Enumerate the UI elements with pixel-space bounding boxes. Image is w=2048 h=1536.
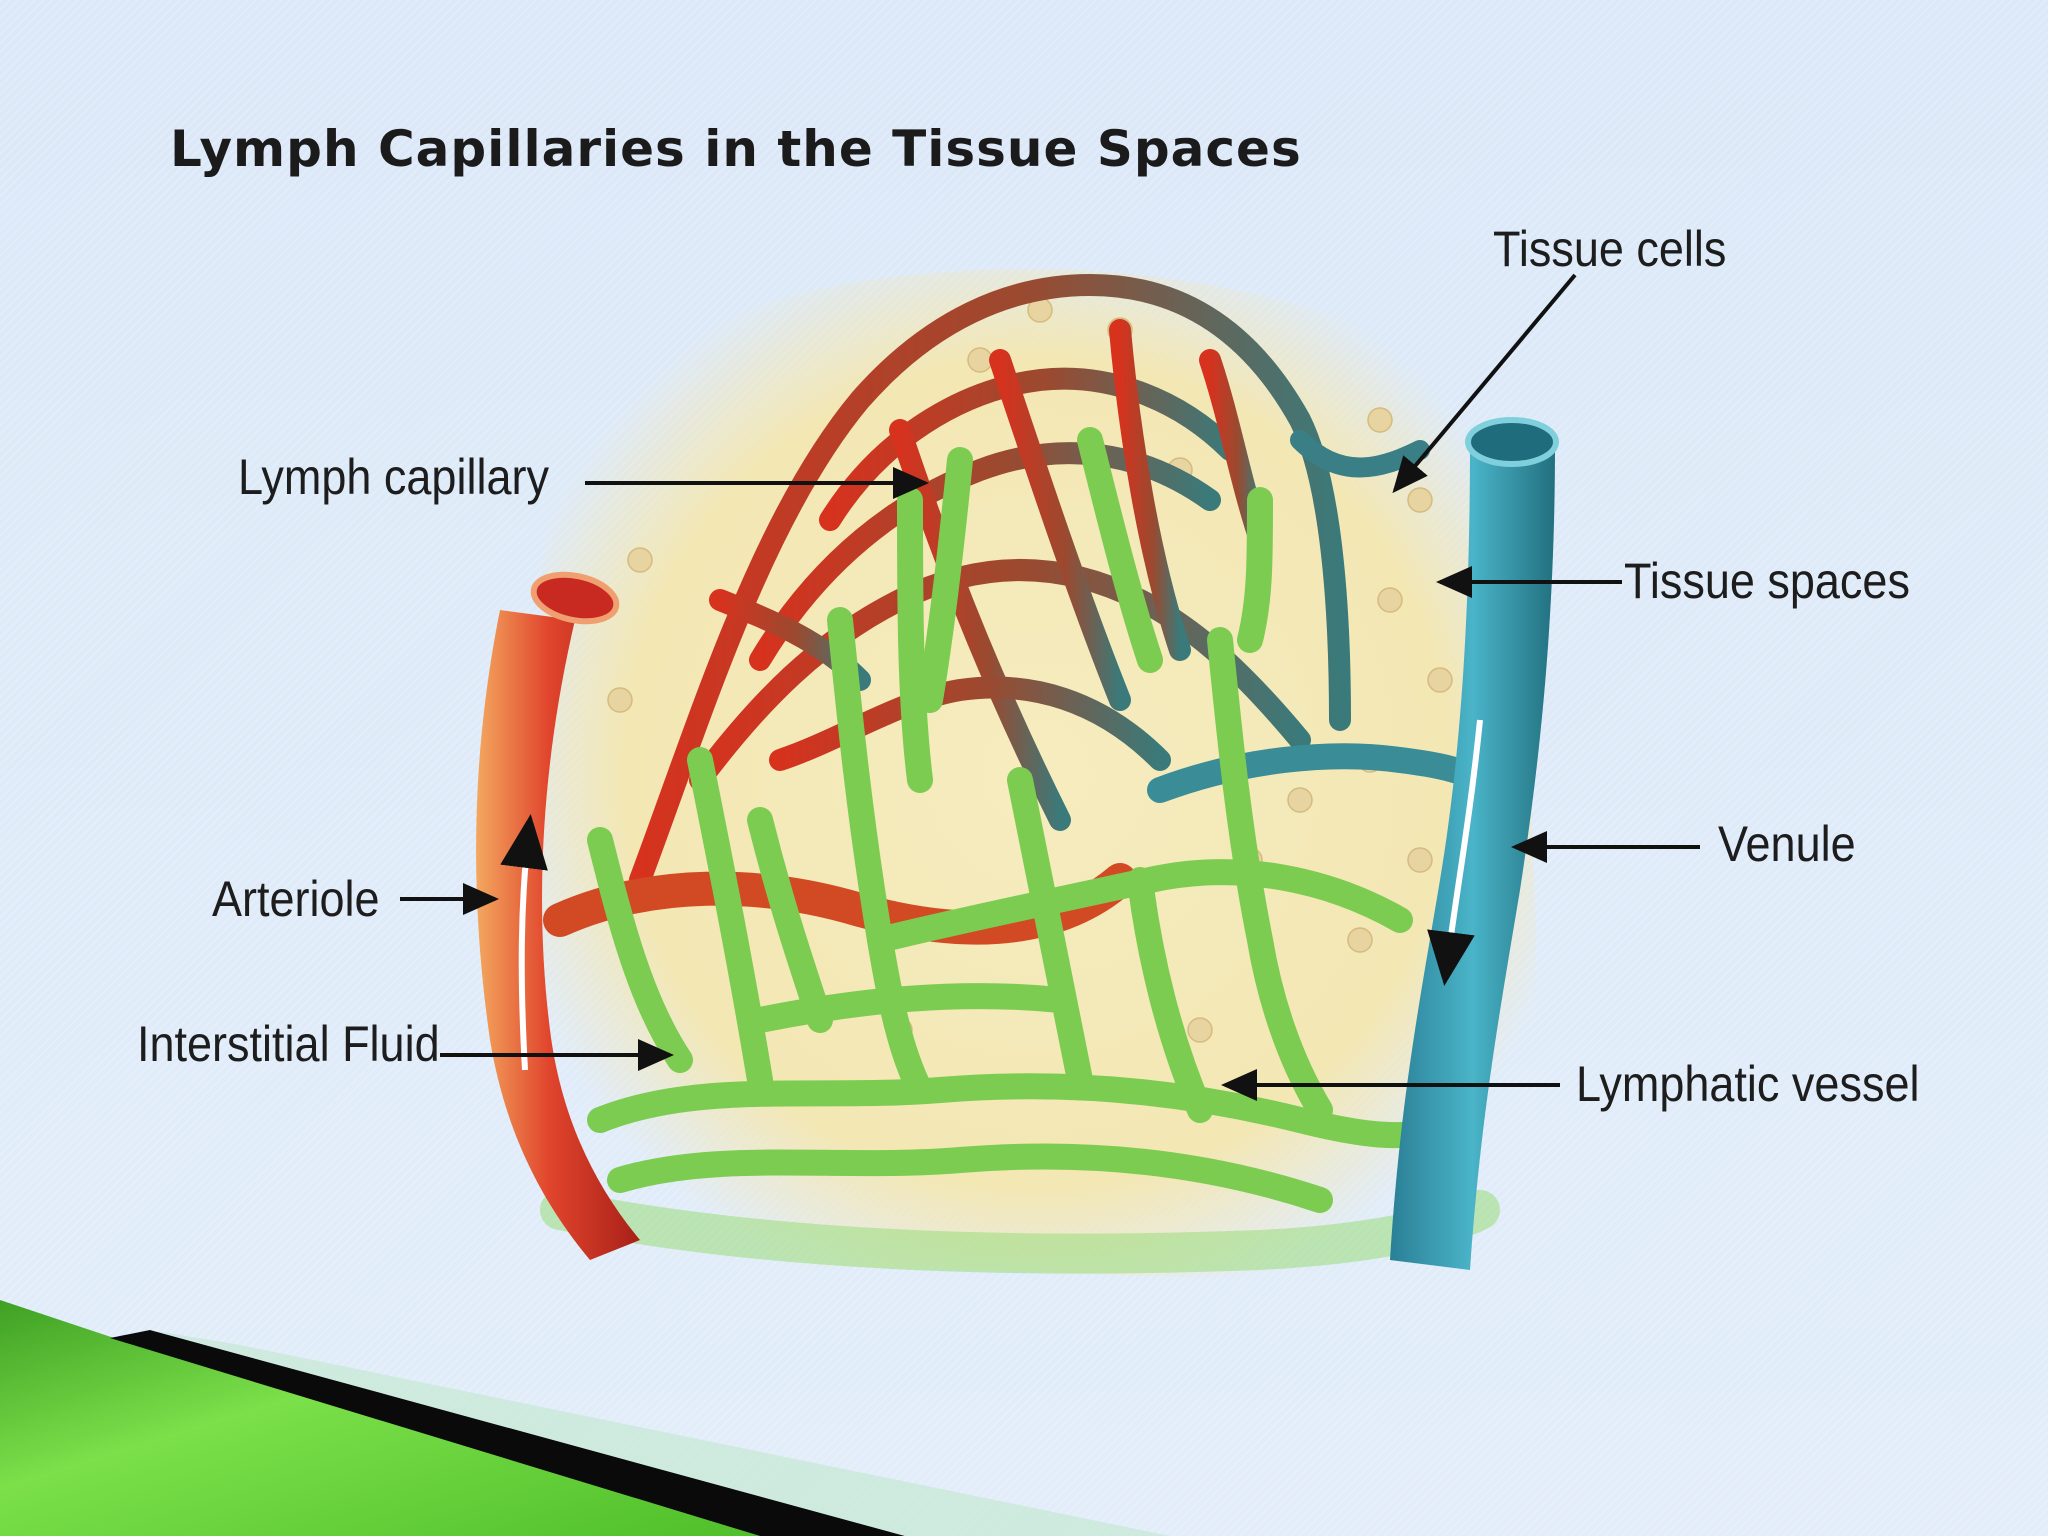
venule-tube — [1390, 445, 1555, 1270]
venule-opening — [1465, 417, 1559, 467]
pointer-tissue-cells — [1392, 273, 1577, 494]
slide-accent-dark — [110, 1330, 905, 1536]
venule-flow-arrow — [1427, 719, 1483, 986]
label-lymph-capillary: Lymph capillary — [238, 449, 549, 505]
label-venule: Venule — [1718, 816, 1856, 872]
slide-accent-green — [0, 1300, 760, 1536]
arteriole-tube — [476, 610, 640, 1260]
label-tissue-spaces: Tissue spaces — [1624, 553, 1910, 609]
page-title: Lymph Capillaries in the Tissue Spaces — [170, 120, 1302, 178]
label-lymphatic-vessel: Lymphatic vessel — [1576, 1056, 1920, 1112]
arteriole-opening — [530, 571, 620, 625]
label-tissue-cells: Tissue cells — [1493, 221, 1727, 277]
arteriole-flow-arrow — [500, 814, 548, 1071]
label-interstitial-fluid: Interstitial Fluid — [137, 1016, 440, 1072]
slide-accent-light — [150, 1330, 1170, 1536]
lymphatic-network — [587, 427, 1453, 1213]
label-arteriole: Arteriole — [212, 871, 380, 927]
label-pointers — [400, 273, 1700, 1101]
